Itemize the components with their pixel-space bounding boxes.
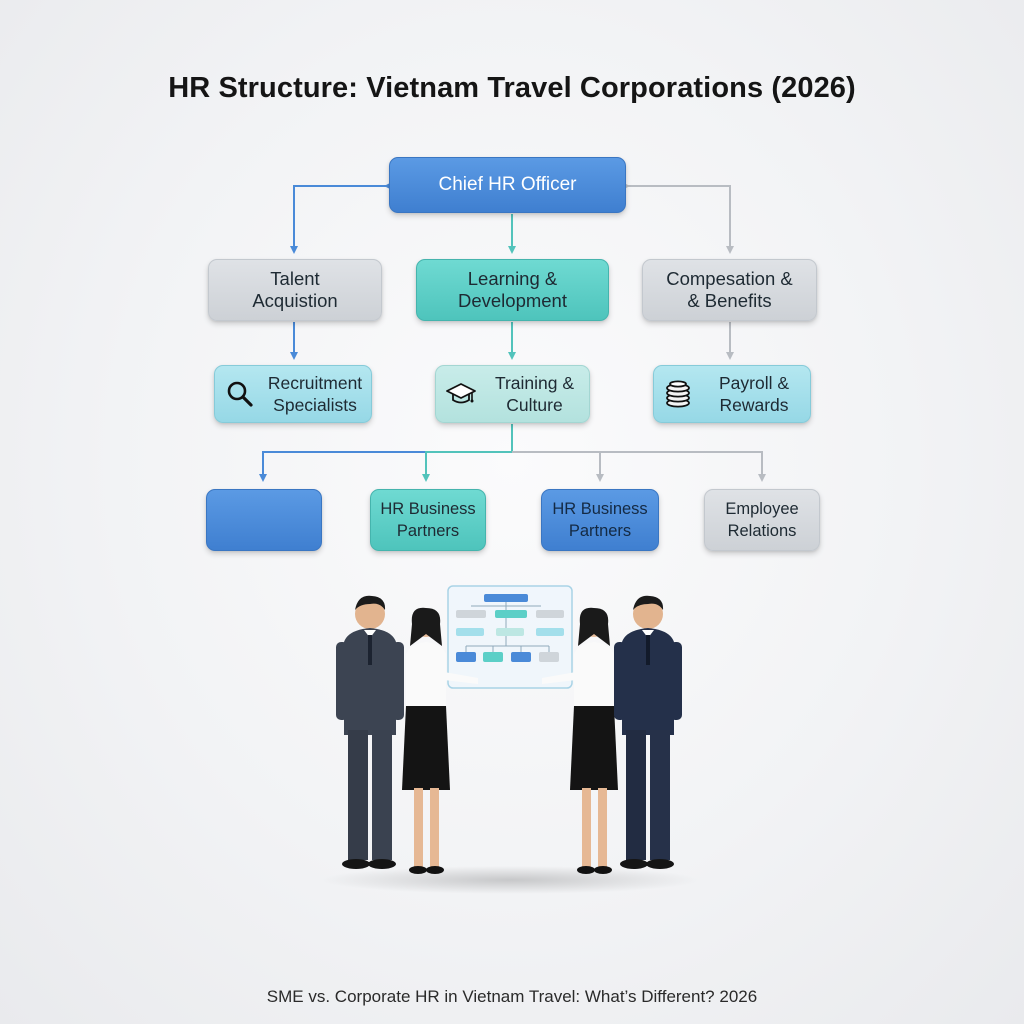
employee-relations-box: Employee Relations <box>704 489 820 551</box>
talent-acquisition-box: Talent Acquistion <box>208 259 382 321</box>
businesswoman-right <box>542 607 618 874</box>
connector-chief-talent <box>290 182 392 254</box>
learning-development-box: Learning & Development <box>416 259 609 321</box>
chief-hr-officer-box: Chief HR Officer <box>389 157 626 213</box>
businesswoman-left <box>402 607 478 874</box>
payroll-rewards-box: Payroll & Rewards <box>653 365 811 423</box>
compensation-benefits-box: Compesation & & Benefits <box>642 259 817 321</box>
connector-to-hrbp2 <box>512 451 604 482</box>
coin-stack-icon <box>664 379 694 409</box>
footer-caption: SME vs. Corporate HR in Vietnam Travel: … <box>266 987 758 1006</box>
businessman-right <box>614 595 682 869</box>
businessman-left <box>336 595 404 869</box>
page-title: HR Structure: Vietnam Travel Corporation… <box>168 72 856 104</box>
recruitment-specialists-box: Recruitment Specialists <box>214 365 372 423</box>
connector-to-blank <box>259 451 512 482</box>
connector-to-hrbp1 <box>422 451 512 482</box>
graduation-cap-icon <box>446 379 476 409</box>
magnifier-icon <box>225 379 255 409</box>
hr-business-partners-box-2: HR Business Partners <box>541 489 659 551</box>
training-culture-box: Training & Culture <box>435 365 590 423</box>
connector-to-employee <box>600 451 766 482</box>
holographic-chart-board <box>447 585 573 689</box>
blank-unit-box <box>206 489 322 551</box>
hr-business-partners-box-1: HR Business Partners <box>370 489 486 551</box>
business-team-illustration <box>320 585 700 894</box>
connector-chief-comp <box>622 182 734 254</box>
